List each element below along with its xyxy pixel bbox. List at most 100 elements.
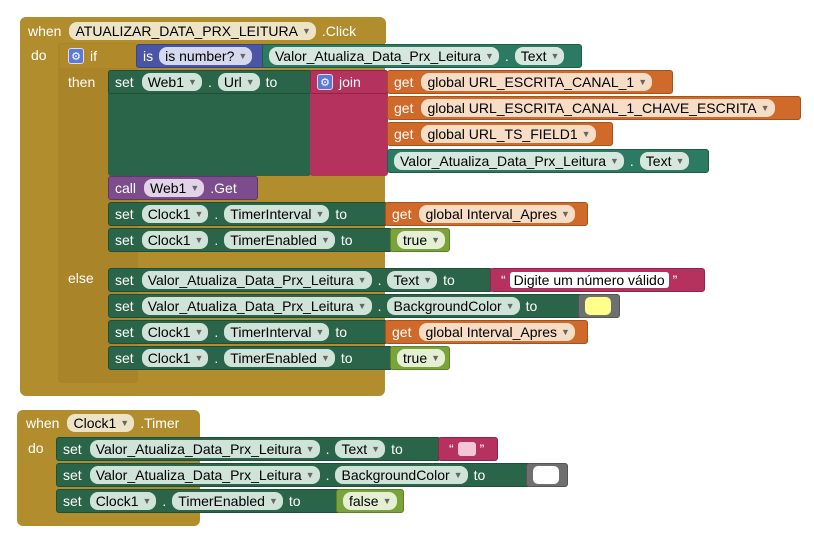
- bg-component-label: Valor_Atualiza_Data_Prx_Leitura: [147, 298, 354, 314]
- get-keyword: get: [394, 126, 414, 142]
- to-keyword: to: [265, 74, 278, 90]
- chevron-down-icon: ▼: [268, 496, 278, 506]
- join-block[interactable]: ⚙ join: [310, 70, 388, 94]
- chevron-down-icon: ▼: [423, 275, 433, 285]
- prop-dropdown[interactable]: TimerEnabled▼: [224, 349, 335, 367]
- chevron-down-icon: ▼: [357, 275, 367, 285]
- bool-dropdown[interactable]: false▼: [343, 492, 397, 510]
- get-interval-apres-then[interactable]: get global Interval_Apres▼: [385, 202, 588, 226]
- set-timer-enabled-timer[interactable]: set Clock1▼ . TimerEnabled▼ to: [56, 489, 341, 513]
- empty-text-value[interactable]: [457, 442, 476, 456]
- chevron-down-icon: ▼: [484, 51, 494, 61]
- then-label: then: [68, 74, 96, 90]
- chevron-down-icon: ▼: [194, 235, 204, 245]
- clock-dropdown[interactable]: Clock1▼: [141, 323, 209, 341]
- to-keyword: to: [340, 350, 353, 366]
- text-prop-dropdown[interactable]: Text▼: [387, 271, 438, 289]
- text-component-dropdown[interactable]: Valor_Atualiza_Data_Prx_Leitura▼: [141, 271, 372, 289]
- color-swatch-yellow[interactable]: [585, 297, 611, 315]
- set-url-block[interactable]: set Web1▼ . Url▼ to: [108, 70, 313, 94]
- dot-separator: .: [504, 48, 509, 64]
- set-bg-timer[interactable]: set Valor_Atualiza_Data_Prx_Leitura▼ . B…: [56, 463, 531, 487]
- get-url-ts-field[interactable]: get global URL_TS_FIELD1▼: [387, 122, 613, 146]
- prop-dropdown[interactable]: TimerInterval▼: [224, 323, 330, 341]
- call-method: .Get: [210, 180, 237, 196]
- to-keyword: to: [335, 324, 348, 340]
- chevron-down-icon: ▼: [550, 51, 560, 61]
- url-prop-dropdown[interactable]: Url▼: [217, 73, 260, 91]
- set-timer-enabled-else[interactable]: set Clock1▼ . TimerEnabled▼ to: [108, 346, 393, 370]
- clock-dropdown[interactable]: Clock1▼: [89, 492, 157, 510]
- var-dropdown[interactable]: global URL_ESCRITA_CANAL_1▼: [421, 73, 653, 91]
- get-url-escrita[interactable]: get global URL_ESCRITA_CANAL_1▼: [387, 70, 673, 94]
- set-timer-interval-then[interactable]: set Clock1▼ . TimerInterval▼ to: [108, 202, 388, 226]
- else-label: else: [68, 270, 94, 286]
- clock-dropdown[interactable]: Clock1▼: [141, 205, 209, 223]
- text-prop-dropdown[interactable]: Text▼: [335, 440, 386, 458]
- set-timer-enabled-then[interactable]: set Clock1▼ . TimerEnabled▼ to: [108, 228, 393, 252]
- join-keyword: join: [339, 74, 361, 90]
- text-literal-value[interactable]: Digite um número válido: [509, 272, 669, 288]
- set-text-timer[interactable]: set Valor_Atualiza_Data_Prx_Leitura▼ . T…: [56, 437, 441, 461]
- prop-dropdown[interactable]: TimerEnabled▼: [172, 492, 283, 510]
- prop-dropdown[interactable]: TimerInterval▼: [224, 205, 330, 223]
- event2-component-dropdown[interactable]: Clock1▼: [67, 414, 135, 432]
- bool-dropdown[interactable]: true▼: [397, 231, 446, 249]
- chevron-down-icon: ▼: [609, 156, 619, 166]
- var-dropdown[interactable]: global Interval_Apres▼: [419, 205, 575, 223]
- bg-component-dropdown[interactable]: Valor_Atualiza_Data_Prx_Leitura▼: [89, 466, 320, 484]
- color-block-timer[interactable]: [526, 463, 568, 487]
- get-interval-apres-else[interactable]: get global Interval_Apres▼: [385, 320, 588, 344]
- join-component-getter[interactable]: Valor_Atualiza_Data_Prx_Leitura▼ . Text▼: [387, 149, 709, 173]
- bool-true-then[interactable]: true▼: [390, 228, 450, 252]
- chevron-down-icon: ▼: [453, 470, 463, 480]
- bool-false-timer[interactable]: false▼: [336, 489, 404, 513]
- event-component-dropdown[interactable]: ATUALIZAR_DATA_PRX_LEITURA▼: [69, 22, 316, 40]
- chevron-down-icon: ▼: [581, 129, 591, 139]
- number-check-dropdown[interactable]: is number?▼: [159, 47, 253, 65]
- condition-prop-dropdown[interactable]: Text▼: [514, 47, 565, 65]
- bool-true-else[interactable]: true▼: [390, 346, 450, 370]
- bg-component-dropdown[interactable]: Valor_Atualiza_Data_Prx_Leitura▼: [141, 297, 372, 315]
- set-text-else[interactable]: set Valor_Atualiza_Data_Prx_Leitura▼ . T…: [108, 268, 493, 292]
- text-literal-else[interactable]: “ Digite um número válido ”: [490, 268, 705, 292]
- var-dropdown[interactable]: global URL_ESCRITA_CANAL_1_CHAVE_ESCRITA…: [421, 99, 775, 117]
- dot-separator: .: [214, 206, 219, 222]
- chevron-down-icon: ▼: [675, 156, 685, 166]
- when-keyword: when: [26, 415, 60, 431]
- get-keyword: get: [392, 324, 412, 340]
- clock-dropdown[interactable]: Clock1▼: [141, 349, 209, 367]
- to-keyword: to: [288, 493, 301, 509]
- open-quote: “: [449, 441, 454, 457]
- empty-text-literal[interactable]: “ ”: [438, 437, 498, 461]
- text-component-dropdown[interactable]: Valor_Atualiza_Data_Prx_Leitura▼: [89, 440, 320, 458]
- prop-dropdown[interactable]: TimerEnabled▼: [224, 231, 335, 249]
- color-swatch-white[interactable]: [533, 466, 559, 484]
- condition-component-dropdown[interactable]: Valor_Atualiza_Data_Prx_Leitura▼: [269, 47, 499, 65]
- condition-component-getter[interactable]: Valor_Atualiza_Data_Prx_Leitura▼ . Text▼: [262, 44, 582, 68]
- get-url-chave[interactable]: get global URL_ESCRITA_CANAL_1_CHAVE_ESC…: [387, 96, 801, 120]
- var-dropdown[interactable]: global URL_TS_FIELD1▼: [421, 125, 596, 143]
- bg-prop-dropdown[interactable]: BackgroundColor▼: [387, 297, 520, 315]
- bg-prop-dropdown[interactable]: BackgroundColor▼: [335, 466, 468, 484]
- set-bg-else[interactable]: set Valor_Atualiza_Data_Prx_Leitura▼ . B…: [108, 294, 583, 318]
- join-prop-dropdown[interactable]: Text▼: [639, 152, 690, 170]
- get-keyword: get: [394, 100, 414, 116]
- url-component-dropdown[interactable]: Web1▼: [141, 73, 202, 91]
- var-label: global Interval_Apres: [425, 206, 557, 222]
- join-component-dropdown[interactable]: Valor_Atualiza_Data_Prx_Leitura▼: [394, 152, 624, 170]
- bool-dropdown[interactable]: true▼: [397, 349, 446, 367]
- call-keyword: call: [115, 180, 137, 196]
- color-block-else[interactable]: [578, 294, 620, 318]
- set-keyword: set: [63, 493, 82, 509]
- call-component-dropdown[interactable]: Web1▼: [144, 179, 205, 197]
- condition-component-label: Valor_Atualiza_Data_Prx_Leitura: [275, 48, 481, 64]
- gear-icon[interactable]: ⚙: [317, 74, 333, 90]
- gear-icon[interactable]: ⚙: [68, 48, 84, 64]
- call-web-get[interactable]: call Web1▼ .Get: [108, 176, 258, 200]
- set-keyword: set: [115, 298, 134, 314]
- var-dropdown[interactable]: global Interval_Apres▼: [419, 323, 575, 341]
- set-timer-interval-else[interactable]: set Clock1▼ . TimerInterval▼ to: [108, 320, 388, 344]
- is-number-block[interactable]: is is number?▼: [136, 44, 266, 68]
- clock-dropdown[interactable]: Clock1▼: [141, 231, 209, 249]
